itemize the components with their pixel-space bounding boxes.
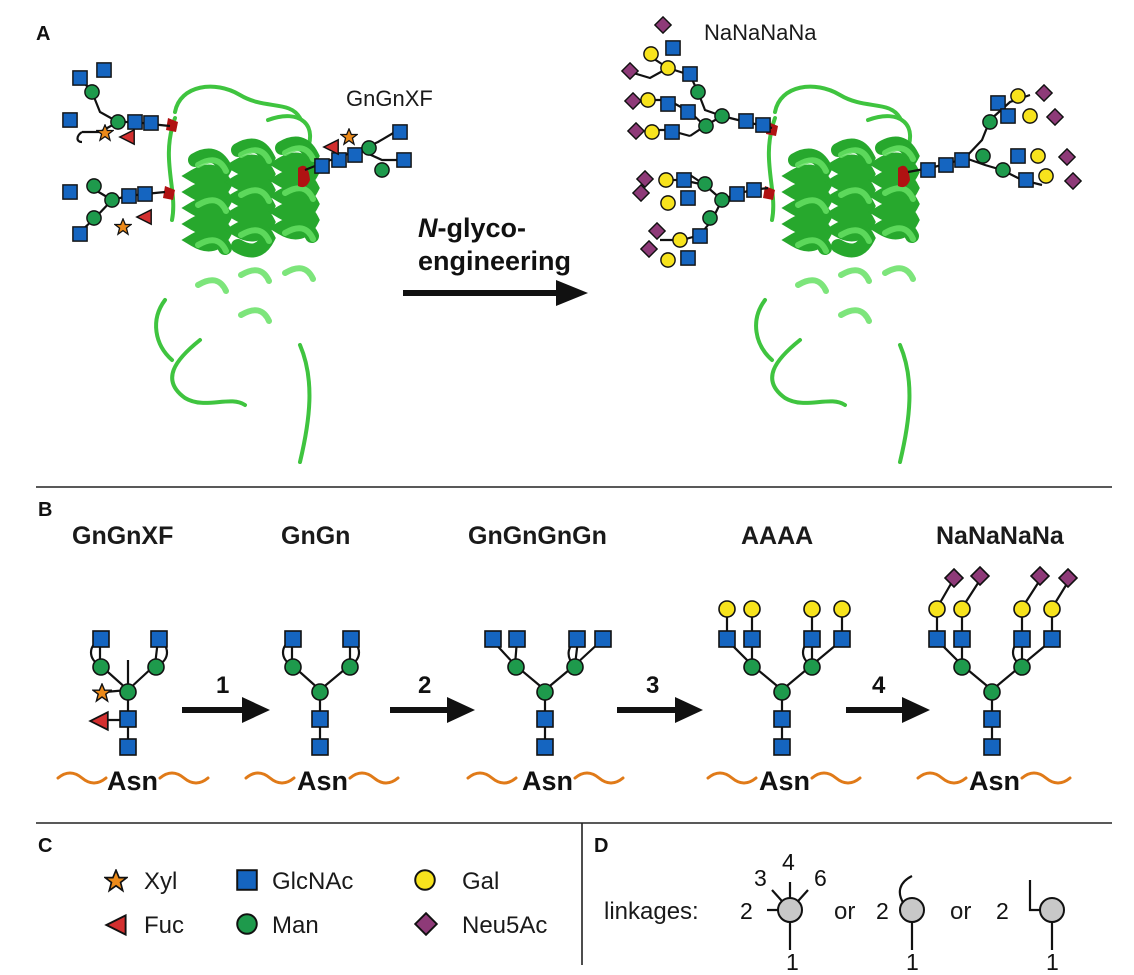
panel-b-letter: B bbox=[38, 499, 52, 521]
step-arrow-3: 3 bbox=[617, 672, 703, 723]
legend-fuc: Fuc bbox=[144, 912, 184, 939]
legend-gal: Gal bbox=[462, 868, 499, 895]
structure-title-1: GnGnXF bbox=[72, 522, 173, 550]
residue-node-2 bbox=[899, 897, 925, 923]
asn-label-5: Asn bbox=[969, 766, 1020, 796]
step-arrow-2: 2 bbox=[390, 672, 475, 723]
panel-a-letter: A bbox=[36, 23, 50, 45]
structure-gngn: Asn bbox=[244, 630, 400, 796]
structure-nananana: Asn bbox=[916, 566, 1078, 796]
legend-man: Man bbox=[272, 912, 319, 939]
arrow-label-line1-rest: -glyco- bbox=[438, 213, 527, 243]
asn-label-4: Asn bbox=[759, 766, 810, 796]
asn-label-3: Asn bbox=[522, 766, 573, 796]
glycoengineering-arrow: N-glyco- engineering bbox=[403, 213, 588, 306]
step-number-3: 3 bbox=[646, 672, 659, 699]
man-icon bbox=[236, 913, 258, 935]
linkage-pos-1a: 1 bbox=[786, 949, 799, 975]
left-glycan-label: GnGnXF bbox=[346, 86, 433, 111]
glcnac-icon bbox=[236, 869, 258, 891]
gal-icon bbox=[414, 869, 436, 891]
linkage-pos-3: 3 bbox=[754, 865, 767, 891]
glycans-right bbox=[621, 16, 1082, 268]
fuc-icon bbox=[105, 914, 127, 936]
asn-label-1: Asn bbox=[107, 766, 158, 796]
linkages-or-1: or bbox=[834, 898, 855, 925]
linkage-legend: linkages: 2 3 4 6 1 or 2 1 or 2 1 bbox=[604, 849, 1065, 975]
linkage-pos-1b: 1 bbox=[906, 949, 919, 975]
legend-xyl: Xyl bbox=[144, 868, 177, 895]
legend-glcnac: GlcNAc bbox=[272, 868, 353, 895]
asn-label-2: Asn bbox=[297, 766, 348, 796]
structure-title-3: GnGnGnGn bbox=[468, 522, 607, 550]
legend-neu5ac: Neu5Ac bbox=[462, 912, 547, 939]
structure-title-4: AAAA bbox=[741, 522, 813, 550]
step-arrow-4: 4 bbox=[846, 672, 930, 723]
step-number-2: 2 bbox=[418, 672, 431, 699]
residue-node-1 bbox=[777, 897, 803, 923]
structure-aaaa: Asn bbox=[706, 600, 862, 796]
structure-gngngngn: Asn bbox=[466, 630, 625, 796]
linkages-prefix: linkages: bbox=[604, 898, 699, 925]
panel-c-letter: C bbox=[38, 835, 52, 857]
structure-title-5: NaNaNaNa bbox=[936, 522, 1065, 550]
arrow-label-line1: N-glyco- bbox=[418, 213, 526, 243]
structure-gngnxf: Asn bbox=[56, 630, 210, 796]
linkage-pos-6: 6 bbox=[814, 865, 827, 891]
step-number-4: 4 bbox=[872, 672, 886, 699]
xyl-icon bbox=[104, 869, 128, 892]
glycans-left bbox=[62, 62, 412, 242]
linkages-or-2: or bbox=[950, 898, 971, 925]
panel-d-letter: D bbox=[594, 835, 608, 857]
step-number-1: 1 bbox=[216, 672, 229, 699]
arrow-label-line2: engineering bbox=[418, 246, 571, 276]
linkage-pos-2b: 2 bbox=[876, 898, 889, 924]
protein-right bbox=[754, 84, 920, 464]
linkage-pos-1c: 1 bbox=[1046, 949, 1059, 975]
linkage-pos-2c: 2 bbox=[996, 898, 1009, 924]
step-arrow-1: 1 bbox=[182, 672, 270, 723]
legend: Xyl Fuc GlcNAc Man Gal Neu5Ac bbox=[104, 868, 547, 939]
linkage-pos-2: 2 bbox=[740, 898, 753, 924]
neu5ac-icon bbox=[414, 912, 438, 936]
protein-left bbox=[154, 84, 320, 464]
right-glycan-label: NaNaNaNa bbox=[704, 20, 817, 45]
structure-title-2: GnGn bbox=[281, 522, 350, 550]
linkage-pos-4: 4 bbox=[782, 849, 795, 875]
arrow-label-italic: N bbox=[418, 213, 438, 243]
residue-node-3 bbox=[1039, 897, 1065, 923]
